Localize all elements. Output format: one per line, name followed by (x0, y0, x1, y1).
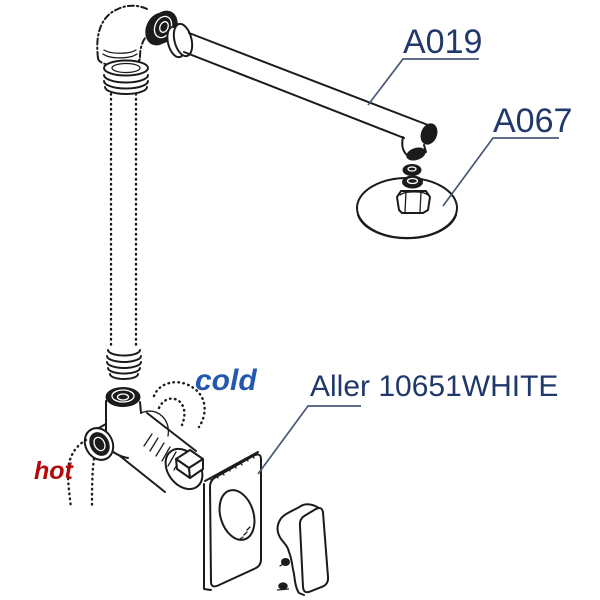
label-shower-arm-part: A019 (403, 23, 483, 61)
valve-cartridge (119, 412, 204, 493)
mounting-screws (276, 558, 290, 591)
arm-elbow-nut (406, 147, 426, 161)
wall-flange (166, 22, 194, 59)
handle (276, 503, 330, 596)
cartridge-stem (175, 449, 204, 479)
riser-pipe (106, 92, 142, 380)
leader-a067 (442, 137, 559, 207)
leader-lines (257, 58, 559, 475)
leader-a019 (367, 58, 479, 106)
valve-top-inlet (105, 387, 141, 407)
pipe-nipple (103, 59, 149, 95)
label-shower-head-part: A067 (493, 102, 573, 140)
cover-plate (203, 451, 262, 591)
cold-flow-indicator (152, 381, 206, 429)
elbow-fitting (96, 4, 178, 67)
valve-hot-port (83, 423, 115, 461)
label-hot: hot (34, 457, 73, 485)
mixer-valve (83, 387, 204, 493)
arm-end-cap (420, 123, 438, 145)
shower-head (356, 164, 458, 240)
label-cold: cold (195, 364, 257, 397)
screw (278, 582, 288, 590)
plate-hole (218, 489, 256, 541)
leader-product (257, 405, 361, 475)
hot-flow-indicator (66, 438, 96, 510)
label-product-code: Aller 10651WHITE (310, 370, 559, 403)
head-ball-joint (402, 175, 423, 189)
head-washer (402, 164, 422, 176)
shower-arm (183, 32, 438, 161)
